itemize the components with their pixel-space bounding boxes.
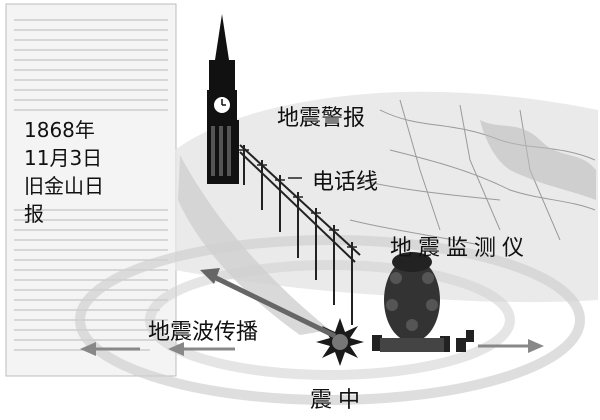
seismometer-icon: [372, 252, 474, 352]
seismic-arrow: [200, 268, 337, 339]
wave-arrows-left: [80, 342, 235, 356]
epicenter-label: 震中: [310, 388, 367, 413]
newspaper-caption: 1868年11月3日旧金山日报: [24, 118, 104, 226]
warning-label: 地震警报: [277, 106, 366, 131]
map-background: [175, 91, 598, 335]
instrument-label: 地震监测仪: [390, 236, 531, 261]
waves-label: 地震波传播: [148, 320, 259, 345]
wave-arrow-right: [478, 339, 544, 353]
clock-tower-icon: [207, 14, 239, 184]
wave-rings: [75, 235, 585, 405]
telegraph-label: 电话线: [312, 170, 379, 195]
telegraph-lines: [239, 144, 361, 325]
